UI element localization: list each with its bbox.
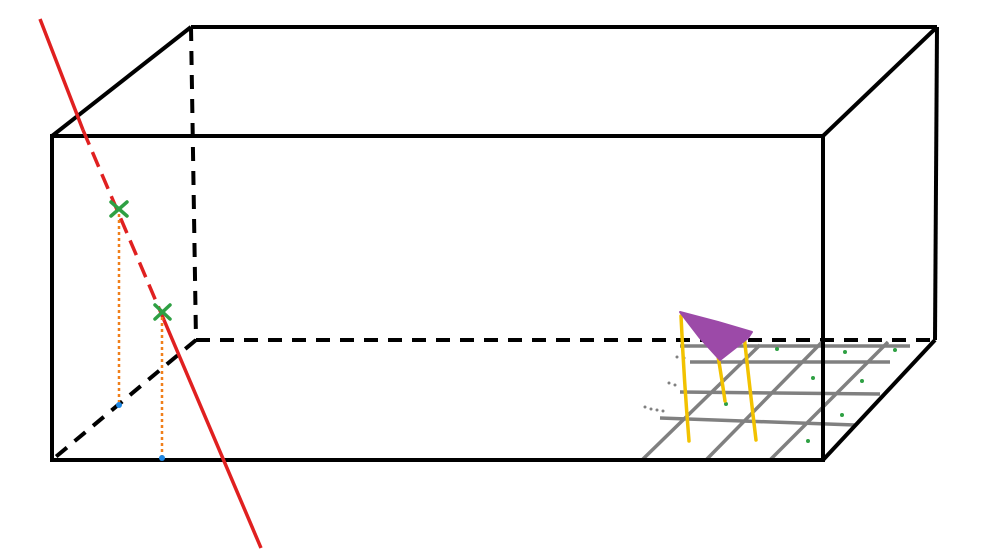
projection-points [116,402,165,461]
intersection-marks [109,200,172,321]
hidden-edges [50,26,935,462]
triangle [679,311,753,361]
projection-point [159,455,165,461]
box-visible-edges [50,25,939,462]
edge-top-right [821,25,939,138]
grid-dot [643,405,647,409]
grid-line [640,343,762,462]
grid-dot [806,439,810,443]
intersection-mark [153,303,172,321]
edge-top-left [50,25,193,138]
grid-dot [655,408,659,412]
red-line-segment [38,18,85,131]
edge-right-back [933,26,939,341]
red-line [38,18,263,549]
grid-dot [840,413,844,417]
grid-dot [724,402,728,406]
grid-dots [643,347,897,443]
red-line-segment [162,319,263,549]
grid-dot [673,383,677,387]
grid-dot [811,376,815,380]
grid-dot [649,407,653,411]
edge-bottom-right [821,338,937,462]
red-line-dashed-segment [81,129,166,321]
grid-dot [893,348,897,352]
grid-dot [843,350,847,354]
grid-dot [661,409,665,413]
triangle-leg [679,314,691,443]
grid-dot [675,355,679,359]
projection-lines [117,214,164,458]
grid-dot [667,381,671,385]
grid-line [768,340,890,462]
grid-line [704,340,824,462]
grid-dot [775,347,779,351]
hidden-edge-bottom-left [50,338,198,462]
grid-dot [860,379,864,383]
triangle-leg [742,333,758,442]
box-front-face [50,134,825,462]
intersection-mark [109,200,129,218]
hidden-edge-vertical [189,26,198,341]
projection-point [116,402,122,408]
